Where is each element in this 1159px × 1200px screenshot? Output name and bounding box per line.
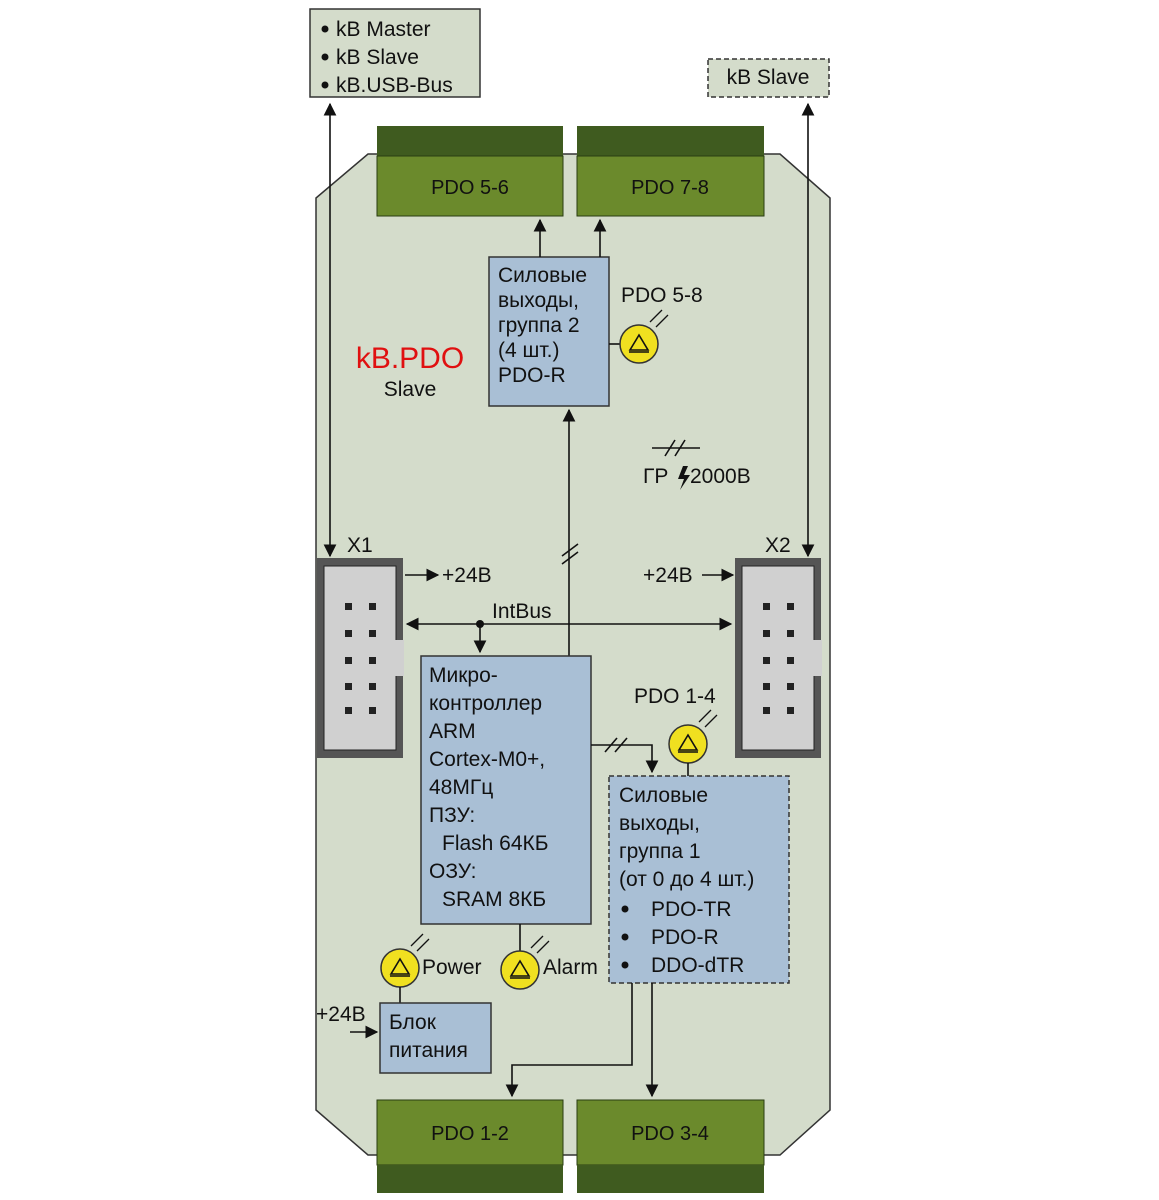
block-text: выходы, xyxy=(498,289,579,312)
block-text: Flash 64КБ xyxy=(442,832,549,855)
bus-option: kB.USB-Bus xyxy=(336,74,453,97)
block-text: группа 2 xyxy=(498,314,580,337)
power-outputs-group-1: Силовые выходы, группа 1 (от 0 до 4 шт.)… xyxy=(608,775,790,984)
block-text: (от 0 до 4 шт.) xyxy=(619,868,754,891)
led-pdo-5-8-icon xyxy=(619,309,669,364)
block-text: Силовые xyxy=(619,784,708,807)
x2-connector xyxy=(735,558,822,758)
power-supply-block: Блок питания xyxy=(379,1002,492,1074)
psu-input-label: +24В xyxy=(316,1003,366,1026)
top-right-box: kB Slave xyxy=(707,58,830,98)
block-text: ARM xyxy=(429,720,476,743)
connector-pdo-5-6: PDO 5-6 xyxy=(376,126,564,217)
block-text: (4 шт.) xyxy=(498,339,559,362)
power-outputs-group-2: Силовые выходы, группа 2 (4 шт.) PDO-R xyxy=(488,256,610,407)
led-power-label: Power xyxy=(422,956,482,979)
isolation-tick xyxy=(561,551,579,565)
output-type: PDO-TR xyxy=(651,898,732,921)
block-text: питания xyxy=(389,1039,468,1062)
led-pdo-5-8-label: PDO 5-8 xyxy=(621,284,703,307)
output-type: DDO-dTR xyxy=(651,954,744,977)
output-type: PDO-R xyxy=(651,926,719,949)
lightning-icon xyxy=(678,466,690,490)
block-text: контроллер xyxy=(429,692,542,715)
microcontroller-block: Микро- контроллер ARM Cortex-M0+, 48МГц … xyxy=(420,655,592,925)
x1-connector xyxy=(317,558,404,758)
top-right-label: kB Slave xyxy=(727,66,810,89)
led-alarm-label: Alarm xyxy=(543,956,598,979)
x2-power-label: +24В xyxy=(643,564,693,587)
block-text: PDO-R xyxy=(498,364,566,387)
bus-option: kB Master xyxy=(336,18,431,41)
connector-pdo-3-4: PDO 3-4 xyxy=(576,1099,765,1193)
block-text: ОЗУ: xyxy=(429,860,477,883)
module-role: Slave xyxy=(384,378,437,401)
isolation-marker xyxy=(652,439,700,457)
block-text: 48МГц xyxy=(429,776,493,799)
block-text: Cortex-M0+, xyxy=(429,748,545,771)
led-pdo-1-4-icon xyxy=(668,709,718,764)
bus-option: kB Slave xyxy=(336,46,419,69)
connector-pdo-1-2: PDO 1-2 xyxy=(376,1099,564,1193)
led-alarm-icon xyxy=(500,935,550,990)
block-text: Микро- xyxy=(429,664,498,687)
connector-label: PDO 5-6 xyxy=(431,177,509,199)
led-pdo-1-4-label: PDO 1-4 xyxy=(634,685,716,708)
isolation-tick xyxy=(614,737,628,753)
connector-pdo-7-8: PDO 7-8 xyxy=(576,126,765,217)
connector-label: PDO 1-2 xyxy=(431,1123,509,1145)
block-text: группа 1 xyxy=(619,840,701,863)
connector-label: PDO 3-4 xyxy=(631,1123,709,1145)
isolation-value: 2000В xyxy=(690,465,751,488)
block-text: ПЗУ: xyxy=(429,804,475,827)
block-text: SRAM 8КБ xyxy=(442,888,546,911)
block-text: Силовые xyxy=(498,264,587,287)
top-left-box: kB Master kB Slave kB.USB-Bus xyxy=(309,8,481,98)
isolation-tick xyxy=(561,543,579,557)
block-text: выходы, xyxy=(619,812,700,835)
x1-power-label: +24В xyxy=(442,564,492,587)
arrow-to-pdo-1-2 xyxy=(505,983,633,1098)
isolation-tick xyxy=(604,737,618,753)
connector-label: PDO 7-8 xyxy=(631,177,709,199)
isolation-label: ГР xyxy=(643,465,668,488)
x1-label: X1 xyxy=(347,534,373,557)
x2-label: X2 xyxy=(765,534,791,557)
block-text: Блок xyxy=(389,1011,437,1034)
intbus-label: IntBus xyxy=(492,600,552,623)
module-name: kB.PDO xyxy=(356,342,464,375)
